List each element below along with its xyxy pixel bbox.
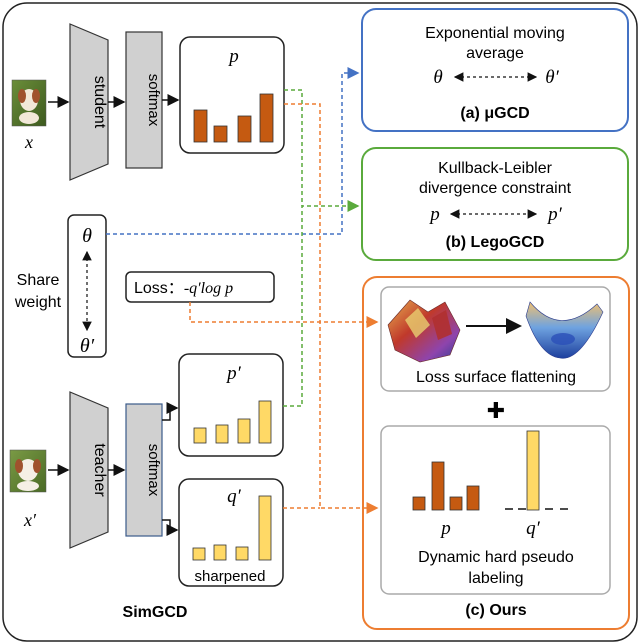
p-bar-1 (193, 109, 208, 143)
mugcd-box: Exponential moving average θ θ′ (a) μGCD (361, 8, 629, 132)
legogcd-p-prime: p′ (546, 204, 563, 225)
theta-prime-label: θ′ (80, 335, 95, 357)
q-prime-bar-1 (192, 547, 206, 561)
flat-loss-surface-icon (525, 301, 604, 359)
ours-p-bar-1 (412, 496, 426, 511)
q-prime-bar-2 (213, 544, 227, 561)
pseudo-label-line2: labeling (468, 570, 523, 587)
legogcd-p: p (428, 204, 440, 225)
p-bar-2 (213, 125, 228, 143)
teacher-softmax: softmax (125, 403, 163, 537)
ours-p-bar-4 (466, 485, 480, 511)
pseudo-label-panel: p q′ Dynamic hard pseudo labeling (380, 425, 611, 595)
p-prime-distribution-box: p′ (178, 353, 284, 457)
ours-q-bar-hard (526, 430, 540, 511)
p-prime-label: p′ (225, 363, 242, 384)
loss-surface-panel: Loss surface flattening (380, 286, 611, 392)
mugcd-title-line1: Exponential moving (425, 25, 565, 42)
svg-text:Loss：-q′log p: Loss：-q′log p (134, 280, 233, 297)
teacher-input-label: x′ (23, 510, 37, 530)
legogcd-title-line2: divergence constraint (419, 180, 572, 197)
p-bar-3 (237, 115, 252, 143)
share-weight-box: θ θ′ (67, 214, 107, 358)
legogcd-title-line1: Kullback-Leibler (438, 160, 553, 177)
pseudo-label-line1: Dynamic hard pseudo (418, 549, 574, 566)
blue-connector-theta (106, 67, 360, 235)
loss-prefix: Loss： (134, 280, 184, 297)
green-connector-p-prime (283, 200, 360, 407)
student-input-image (11, 79, 47, 127)
p-distribution-box: p (179, 36, 285, 154)
arrow-softmax-to-p-prime (162, 402, 179, 421)
p-bar-4 (259, 93, 274, 143)
student-encoder: student (69, 23, 109, 181)
share-weight-line1: Share (17, 272, 60, 289)
green-connector-p (284, 89, 303, 206)
p-label: p (227, 46, 239, 67)
loss-box: Loss：-q′log p (125, 271, 275, 303)
q-prime-label: q′ (227, 486, 242, 507)
ours-box: Loss surface flattening ✚ p q′ Dynamic h… (362, 276, 630, 630)
q-prime-bar-4 (258, 495, 272, 561)
mugcd-theta-prime: θ′ (545, 67, 559, 88)
ours-p-bar-3 (449, 496, 463, 511)
loss-surface-label: Loss surface flattening (416, 369, 576, 386)
ours-q-label: q′ (526, 518, 541, 539)
svg-text:softmax: softmax (145, 74, 162, 127)
legogcd-box: Kullback-Leibler divergence constraint p… (361, 147, 629, 261)
teacher-input-image (9, 449, 47, 493)
q-prime-bar-3 (235, 546, 249, 561)
legogcd-caption: (b) LegoGCD (446, 234, 545, 251)
mugcd-title-line2: average (466, 45, 524, 62)
p-prime-bar-3 (237, 418, 251, 444)
student-input-label: x (24, 132, 33, 152)
sharpened-label: sharpened (195, 568, 266, 585)
p-prime-bar-1 (193, 427, 207, 444)
student-softmax: softmax (125, 31, 163, 169)
svg-text:teacher: teacher (91, 443, 108, 497)
p-prime-bar-4 (258, 400, 272, 444)
ours-p-label: p (439, 518, 451, 539)
theta-label: θ (82, 225, 92, 247)
ours-caption: (c) Ours (465, 602, 526, 619)
simgcd-label: SimGCD (123, 604, 188, 621)
arrow-softmax-to-q-prime (162, 519, 179, 536)
loss-formula: -q′log p (184, 280, 233, 297)
p-prime-bar-2 (215, 424, 229, 444)
sharp-loss-surface-icon (387, 299, 461, 363)
teacher-encoder: teacher (69, 391, 109, 549)
svg-text:softmax: softmax (145, 444, 162, 497)
mugcd-caption: (a) μGCD (460, 105, 529, 122)
ours-p-bar-2 (431, 461, 445, 511)
share-weight-line2: weight (14, 294, 62, 311)
svg-text:student: student (91, 76, 108, 129)
orange-connector-loss (189, 302, 379, 328)
plus-icon: ✚ (487, 398, 505, 423)
q-prime-distribution-box: q′ sharpened (178, 478, 284, 587)
orange-connector-p (284, 103, 379, 514)
mugcd-theta: θ (433, 67, 442, 88)
